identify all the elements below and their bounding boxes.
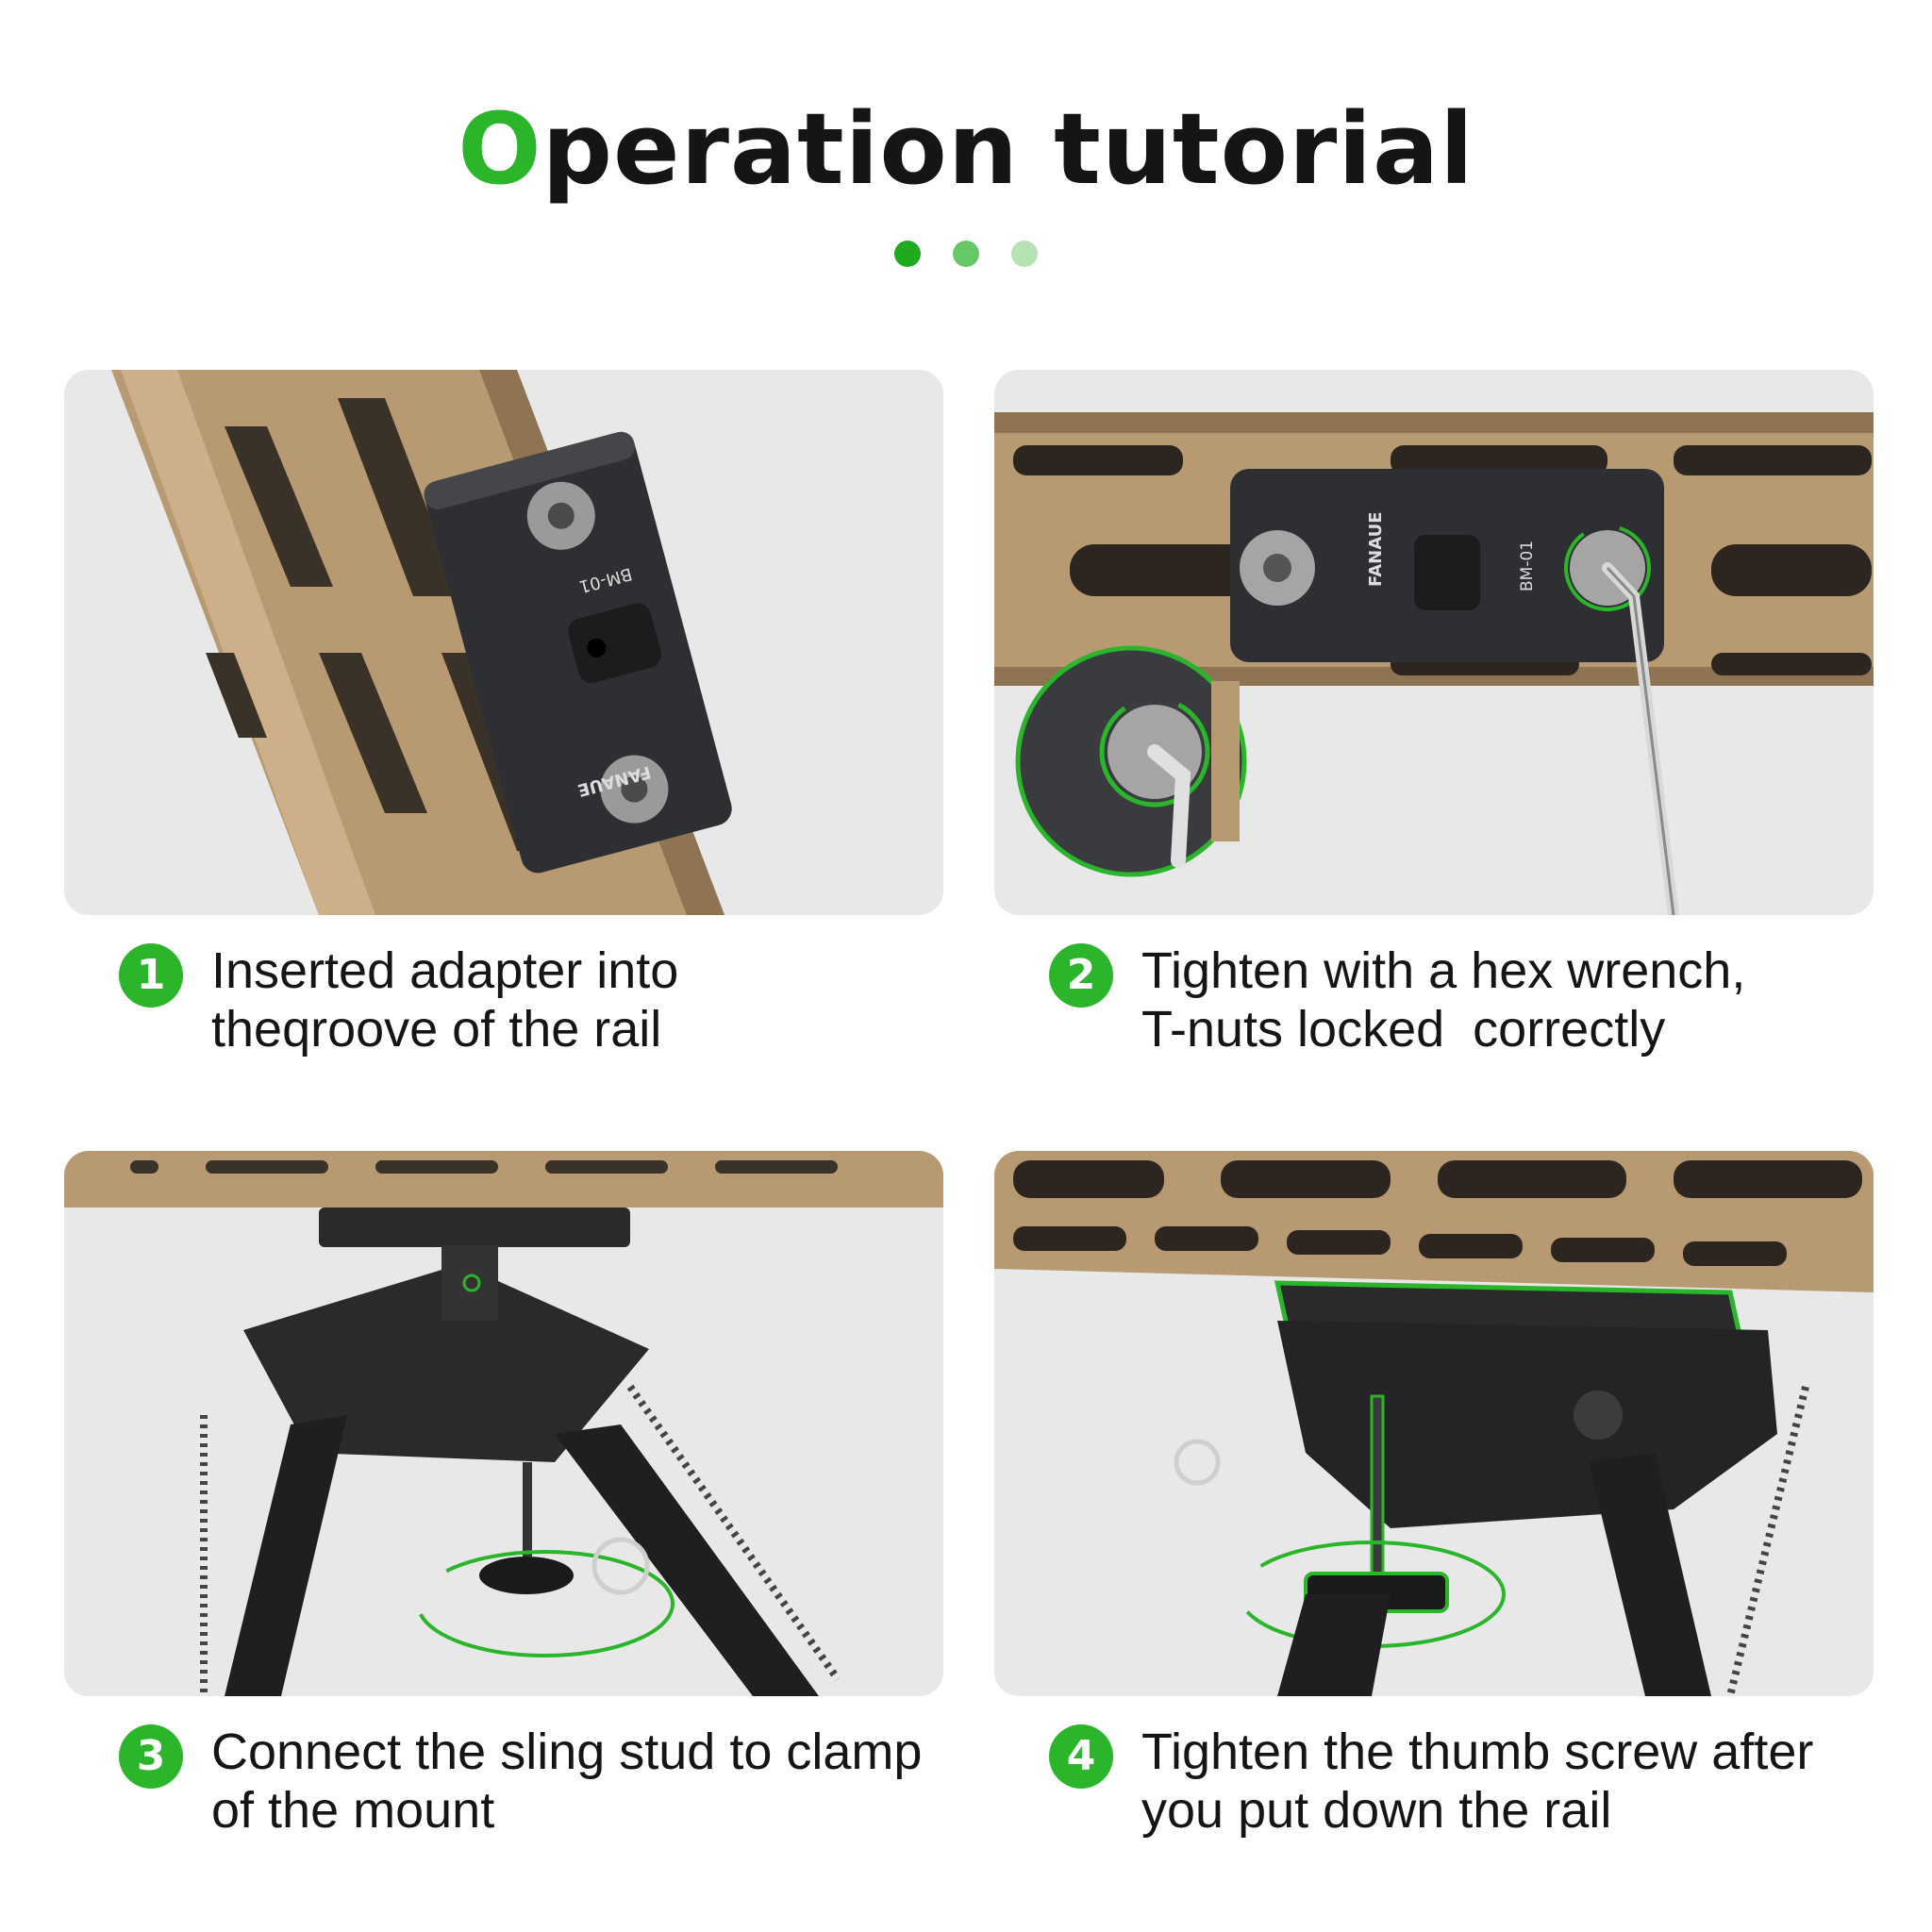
pagination-dot-3 bbox=[1011, 241, 1038, 267]
title-accent-letter: O bbox=[458, 92, 542, 207]
step-1-photo: BM-01 FANAUE bbox=[64, 370, 943, 915]
pagination-dot-2 bbox=[953, 241, 979, 267]
rail-adapter-illustration: BM-01 FANAUE bbox=[111, 370, 732, 915]
bipod-thumb-screw-illustration bbox=[994, 1151, 1874, 1696]
step-line-1: Connect the sling stud to clamp bbox=[211, 1724, 923, 1780]
step-line-1: Tighten the thumb screw after bbox=[1141, 1724, 1814, 1780]
bipod-sling-stud-illustration bbox=[64, 1151, 943, 1696]
step-number-badge: 2 bbox=[1049, 943, 1113, 1008]
step-line-2: theqroove of the rail bbox=[211, 1001, 662, 1058]
brand-mark: FANAUE bbox=[1366, 511, 1386, 587]
step-4-caption: 4 Tighten the thumb screw after you put … bbox=[1049, 1723, 1813, 1840]
step-description: Connect the sling stud to clamp of the m… bbox=[211, 1723, 922, 1840]
step-number-badge: 4 bbox=[1049, 1724, 1113, 1789]
hex-wrench-illustration: FANAUE BM-01 bbox=[994, 412, 1874, 915]
step-2-photo: FANAUE BM-01 bbox=[994, 370, 1874, 915]
step-4-photo bbox=[994, 1151, 1874, 1696]
title-text: peration tutorial bbox=[541, 92, 1474, 207]
step-number-badge: 3 bbox=[119, 1724, 183, 1789]
pagination-dot-1 bbox=[894, 241, 921, 267]
step-description: Tighten the thumb screw after you put do… bbox=[1141, 1723, 1813, 1840]
step-description: Inserted adapter into theqroove of the r… bbox=[211, 941, 678, 1058]
step-description: Tighten with a hex wrench, T-nuts locked… bbox=[1141, 941, 1745, 1058]
adapter-label: BM-01 bbox=[1518, 541, 1537, 591]
step-number-badge: 1 bbox=[119, 943, 183, 1008]
step-line-2: you put down the rail bbox=[1141, 1782, 1612, 1839]
step-line-2: T-nuts locked correctly bbox=[1141, 1001, 1666, 1058]
page-title: Operation tutorial bbox=[0, 92, 1932, 206]
step-line-2: of the mount bbox=[211, 1782, 495, 1839]
pagination-dots bbox=[0, 241, 1932, 267]
step-line-1: Inserted adapter into bbox=[211, 942, 679, 999]
step-3-caption: 3 Connect the sling stud to clamp of the… bbox=[119, 1723, 922, 1840]
step-2-caption: 2 Tighten with a hex wrench, T-nuts lock… bbox=[1049, 941, 1745, 1058]
step-1-caption: 1 Inserted adapter into theqroove of the… bbox=[119, 941, 678, 1058]
step-3-photo bbox=[64, 1151, 943, 1696]
step-line-1: Tighten with a hex wrench, bbox=[1141, 942, 1746, 999]
